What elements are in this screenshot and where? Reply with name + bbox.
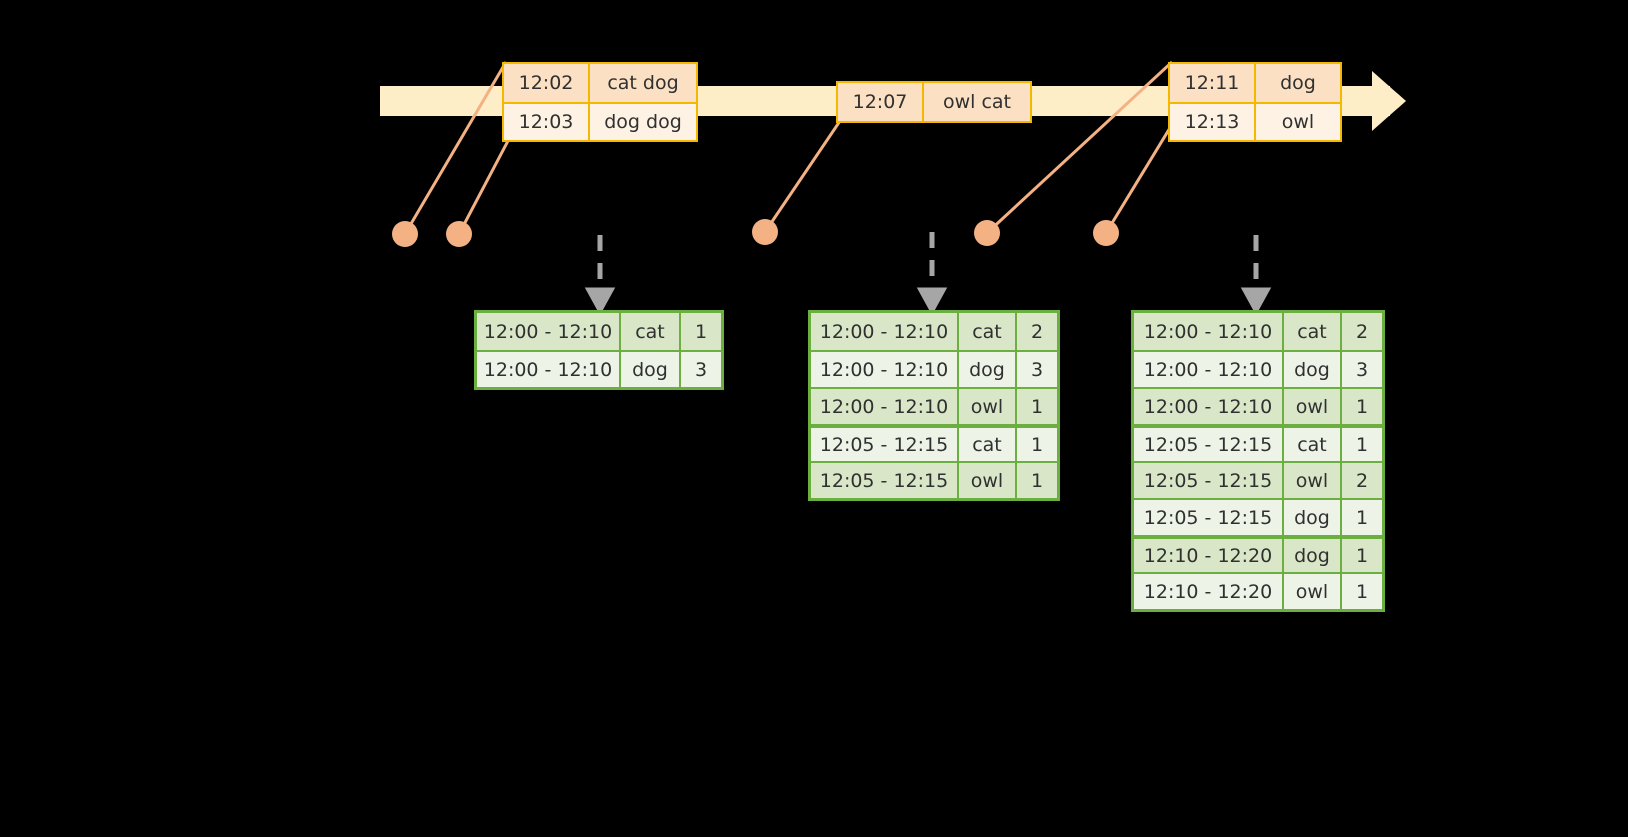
cell-window: 12:05 - 12:15 xyxy=(1134,463,1284,498)
cell-key: owl xyxy=(959,463,1017,498)
timeline-event-row: 12:03 dog dog xyxy=(504,102,696,140)
event-value: dog xyxy=(1256,64,1340,102)
event-value: cat dog xyxy=(590,64,696,102)
cell-key: cat xyxy=(959,313,1017,350)
event-time: 12:03 xyxy=(504,104,590,140)
event-dot xyxy=(1093,220,1119,246)
cell-key: dog xyxy=(1284,352,1342,387)
cell-count: 1 xyxy=(1355,506,1369,529)
cell-count: 2 xyxy=(1030,320,1044,343)
event-dot xyxy=(974,220,1000,246)
cell-key: owl xyxy=(959,389,1017,424)
cell-window: 12:05 - 12:15 xyxy=(1134,500,1284,535)
timeline-event-row: 12:13 owl xyxy=(1170,102,1340,140)
event-time: 12:11 xyxy=(1170,64,1256,102)
event-time: 12:02 xyxy=(504,64,590,102)
cell-count: 1 xyxy=(1030,395,1044,418)
cell-count: 3 xyxy=(1355,358,1369,381)
cell-key: dog xyxy=(1284,539,1342,572)
cell-key: owl xyxy=(1284,389,1342,424)
cell-count: 1 xyxy=(1355,433,1369,456)
timeline-event-box-0: 12:02 cat dog 12:03 dog dog xyxy=(502,62,698,142)
cell-window: 12:00 - 12:10 xyxy=(811,389,959,424)
cell-count: 1 xyxy=(1030,433,1044,456)
cell-count: 3 xyxy=(694,358,708,381)
timeline-event-row: 12:11 dog xyxy=(1170,64,1340,102)
cell-window: 12:00 - 12:10 xyxy=(1134,389,1284,424)
event-time: 12:07 xyxy=(838,83,924,121)
cell-key: owl xyxy=(1284,574,1342,609)
timeline-event-box-1: 12:07 owl cat xyxy=(836,81,1032,123)
cell-key: dog xyxy=(621,352,681,387)
cell-window: 12:00 - 12:10 xyxy=(477,352,621,387)
event-time: 12:13 xyxy=(1170,104,1256,140)
cell-key: cat xyxy=(1284,428,1342,461)
cell-window: 12:00 - 12:10 xyxy=(1134,313,1284,350)
cell-key: dog xyxy=(1284,500,1342,535)
event-value: dog dog xyxy=(590,104,696,140)
cell-count: 1 xyxy=(1355,395,1369,418)
cell-key: owl xyxy=(1284,463,1342,498)
event-value: owl xyxy=(1256,104,1340,140)
cell-key: cat xyxy=(621,313,681,350)
cell-key: cat xyxy=(1284,313,1342,350)
event-value: owl cat xyxy=(924,83,1030,121)
timeline-event-row: 12:07 owl cat xyxy=(838,83,1030,121)
cell-count: 2 xyxy=(1355,320,1369,343)
cell-key: cat xyxy=(959,428,1017,461)
cell-count: 2 xyxy=(1355,469,1369,492)
cell-count: 1 xyxy=(694,320,708,343)
cell-window: 12:10 - 12:20 xyxy=(1134,574,1284,609)
event-dot xyxy=(392,221,418,247)
cell-key: dog xyxy=(959,352,1017,387)
event-dot xyxy=(752,219,778,245)
cell-count: 1 xyxy=(1355,544,1369,567)
timeline-arrowhead-icon xyxy=(1372,71,1406,131)
cell-window: 12:10 - 12:20 xyxy=(1134,539,1284,572)
cell-count: 3 xyxy=(1030,358,1044,381)
cell-window: 12:05 - 12:15 xyxy=(811,463,959,498)
cell-window: 12:00 - 12:10 xyxy=(811,313,959,350)
cell-window: 12:00 - 12:10 xyxy=(477,313,621,350)
cell-count: 1 xyxy=(1355,580,1369,603)
timeline-event-box-2: 12:11 dog 12:13 owl xyxy=(1168,62,1342,142)
cell-window: 12:05 - 12:15 xyxy=(811,428,959,461)
event-dot xyxy=(446,221,472,247)
timeline-event-row: 12:02 cat dog xyxy=(504,64,696,102)
cell-window: 12:00 - 12:10 xyxy=(811,352,959,387)
cell-window: 12:00 - 12:10 xyxy=(1134,352,1284,387)
cell-count: 1 xyxy=(1030,469,1044,492)
cell-window: 12:05 - 12:15 xyxy=(1134,428,1284,461)
